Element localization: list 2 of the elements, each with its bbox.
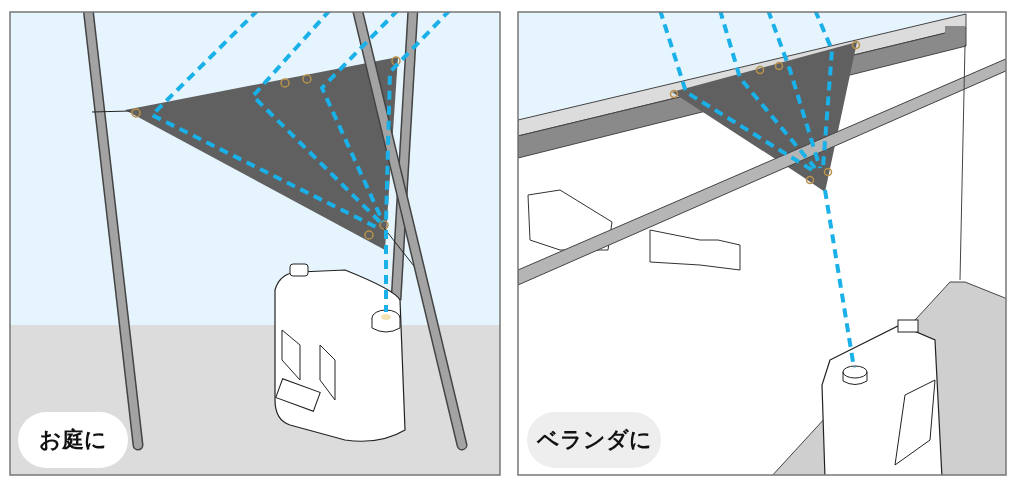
scene-label: ベランダに <box>527 412 661 468</box>
scene-label: お庭に <box>18 412 128 468</box>
